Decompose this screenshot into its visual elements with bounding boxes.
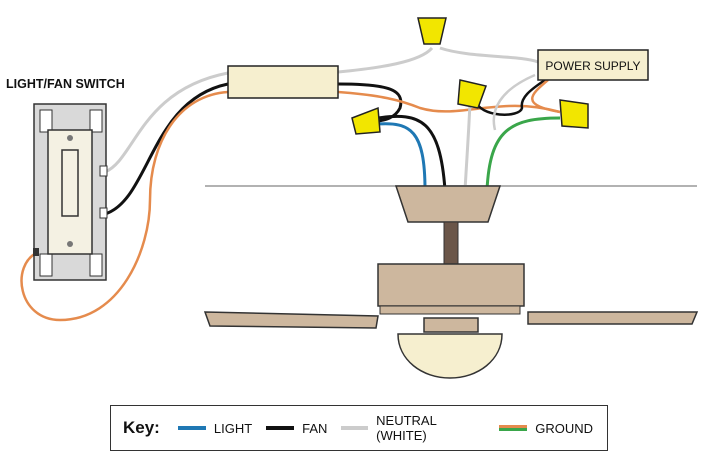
key-label-ground: GROUND: [535, 420, 593, 436]
key-item-light: LIGHT: [177, 420, 253, 436]
fan-canopy: [394, 185, 502, 223]
neutral-wire-supply: [439, 46, 539, 64]
neutral-wire-switch: [104, 71, 229, 174]
wire-nut-top: [417, 17, 447, 45]
key-item-ground: GROUND: [499, 421, 593, 436]
fan-wire-junction: [337, 82, 403, 123]
fan-wire-switch: [104, 82, 229, 216]
wire-nut-middle: [457, 79, 487, 109]
key-label-light: LIGHT: [213, 420, 253, 436]
neutral-swatch-icon: [341, 426, 369, 430]
key-label-neutral: NEUTRAL (WHITE): [376, 413, 437, 443]
key-legend: Key: LIGHT FAN NEUTRAL (WHITE) GROUND: [110, 405, 608, 451]
fan-swatch-icon: [266, 426, 295, 430]
ground-green-wire: [485, 116, 561, 191]
key-item-neutral: NEUTRAL (WHITE): [341, 413, 485, 443]
key-item-fan: FAN: [266, 421, 327, 436]
wire-nut-left: [351, 106, 381, 135]
power-supply-box: [537, 49, 649, 81]
light-globe: [397, 333, 503, 379]
ground-wire-junction: [337, 90, 561, 114]
ground-wire-switch: [20, 90, 229, 322]
fan-wire-fixture: [377, 114, 447, 191]
power-supply-label: POWER SUPPLY: [545, 59, 640, 73]
neutral-wire-fixture: [463, 99, 472, 191]
light-fan-switch: [33, 103, 108, 281]
ceiling-fan: [203, 185, 699, 379]
neutral-wire-junction: [337, 46, 434, 74]
key-label-fan: FAN: [302, 420, 328, 436]
light-swatch-icon: [177, 426, 206, 430]
junction-box: [227, 65, 339, 99]
fan-motor: [377, 263, 525, 307]
neutral-wire-supply-down: [492, 73, 536, 131]
fan-blade-left: [203, 311, 379, 329]
fan-blade-right: [527, 311, 699, 325]
wire-nut-right: [559, 99, 589, 129]
ground-wire-supply: [531, 79, 561, 114]
light-kit-stem: [423, 317, 479, 333]
light-wire: [377, 122, 427, 191]
ground-swatch-icon: [499, 425, 528, 431]
fan-wire-supply: [473, 78, 546, 116]
key-title: Key:: [123, 418, 160, 437]
fan-downrod: [443, 221, 459, 265]
switch-label: LIGHT/FAN SWITCH: [6, 77, 125, 91]
